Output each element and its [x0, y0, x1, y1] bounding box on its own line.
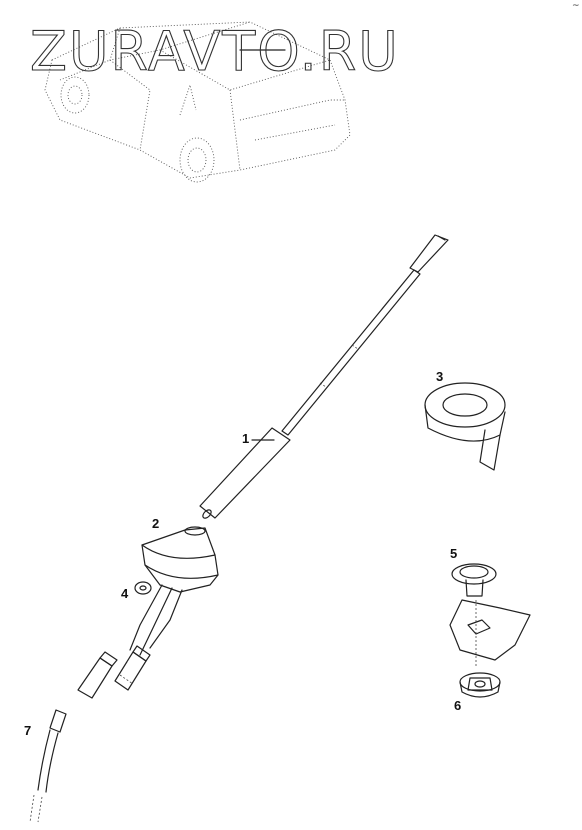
corner-mark: ~ [572, 1, 580, 11]
callout-7: 7 [24, 723, 31, 738]
car-overview-illustration [44, 21, 351, 183]
callout-2: 2 [152, 516, 159, 531]
cable-connectors [77, 645, 151, 699]
roof-panel-fragment [449, 599, 531, 668]
mounting-nut [134, 581, 152, 595]
antenna-seal-ring [424, 382, 506, 471]
callout-6: 6 [454, 698, 461, 713]
watermark: ZURAVTO.RU [30, 20, 400, 83]
antenna-base [129, 526, 219, 656]
callout-1: 1 [242, 431, 249, 446]
antenna-mast [199, 234, 449, 519]
extension-cable [29, 709, 67, 823]
grommet [451, 563, 497, 597]
callout-4: 4 [121, 586, 129, 601]
callout-3: 3 [436, 369, 443, 384]
fixing-nut [459, 672, 501, 698]
callout-5: 5 [450, 546, 457, 561]
